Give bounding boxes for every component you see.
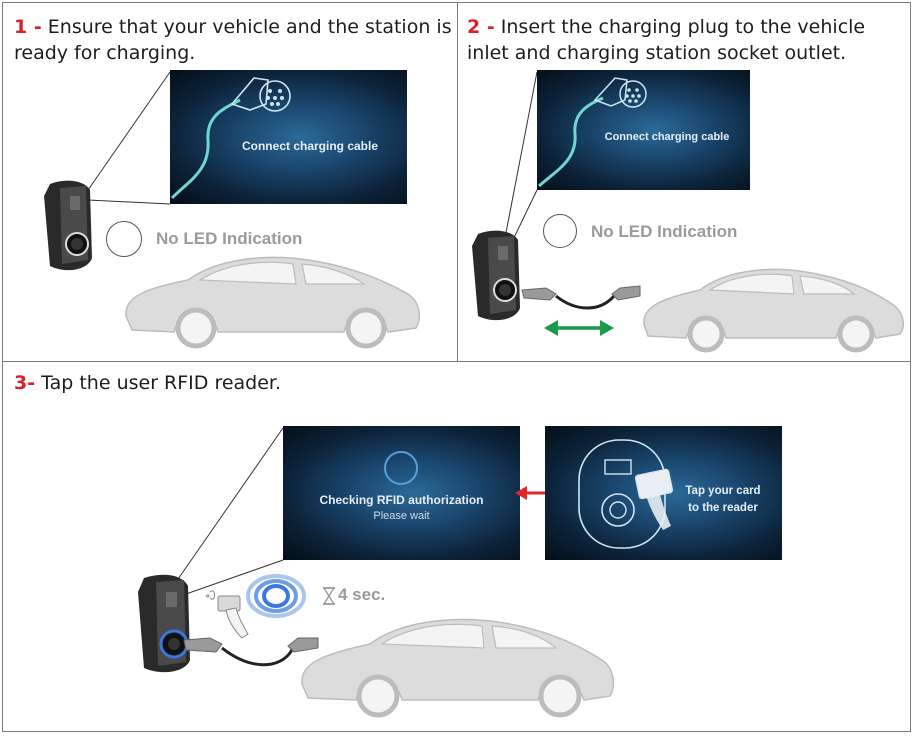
charger-wallbox-icon [472, 230, 520, 321]
panel-divider-horizontal [2, 361, 911, 362]
car-icon [301, 618, 615, 718]
step-1-led-label: No LED Indication [156, 229, 303, 248]
car-icon [643, 268, 905, 353]
step-3-screen-line1: Checking RFID authorization [319, 493, 484, 507]
step-1-number: 1 - [14, 16, 42, 38]
step-2-led-label: No LED Indication [591, 222, 738, 241]
step-3-timer-label: 4 sec. [338, 585, 386, 604]
step-1-text-line1: Ensure that your vehicle and the station… [41, 16, 452, 38]
plug-icon [170, 77, 291, 200]
step-2-screen: Connect charging cable [537, 70, 750, 190]
step-3-screen-line2: Please wait [373, 510, 430, 522]
step-1-screen-text: Connect charging cable [241, 139, 379, 153]
car-icon [125, 256, 421, 349]
panel-divider-vertical [457, 2, 458, 362]
double-arrow-icon [544, 320, 614, 336]
charger-wallbox-icon [44, 180, 92, 271]
step-2-screen-text: Connect charging cable [604, 131, 730, 143]
step-3-screen-authorization: Checking RFID authorization Please wait [283, 426, 520, 560]
red-arrow-icon [515, 486, 547, 500]
rfid-tap-hand-icon [205, 590, 249, 639]
step-2-text-line2: inlet and charging station socket outlet… [467, 42, 847, 64]
step-2-led-indicator [543, 214, 577, 248]
step-1-caption: 1 - Ensure that your vehicle and the sta… [14, 14, 454, 66]
step-3-number: 3- [14, 372, 36, 394]
charging-cable [521, 285, 641, 310]
step-2-caption: 2 - Insert the charging plug to the vehi… [467, 14, 907, 66]
waves-icon [246, 574, 306, 618]
step-2-text-line1: Insert the charging plug to the vehicle [494, 16, 866, 38]
plug-icon [538, 77, 647, 188]
loading-spinner-icon [384, 451, 418, 485]
step-3-text-line1: Tap the user RFID reader. [35, 372, 282, 394]
step-3-card-line2: to the reader [688, 502, 758, 514]
step-3-screen-tap-card: Tap your card to the reader [545, 426, 782, 560]
step-2-number: 2 - [467, 16, 495, 38]
step-1-screen: Connect charging cable [170, 70, 407, 204]
hourglass-icon [322, 587, 336, 605]
charger-wallbox-icon [138, 574, 190, 673]
step-1-text-line2: ready for charging. [14, 42, 196, 64]
step-3-caption: 3- Tap the user RFID reader. [14, 370, 514, 396]
step-1-led-indicator [106, 221, 142, 257]
charging-cable [183, 637, 319, 667]
rfid-card-icon [578, 439, 674, 549]
step-3-card-line1: Tap your card [685, 485, 761, 497]
